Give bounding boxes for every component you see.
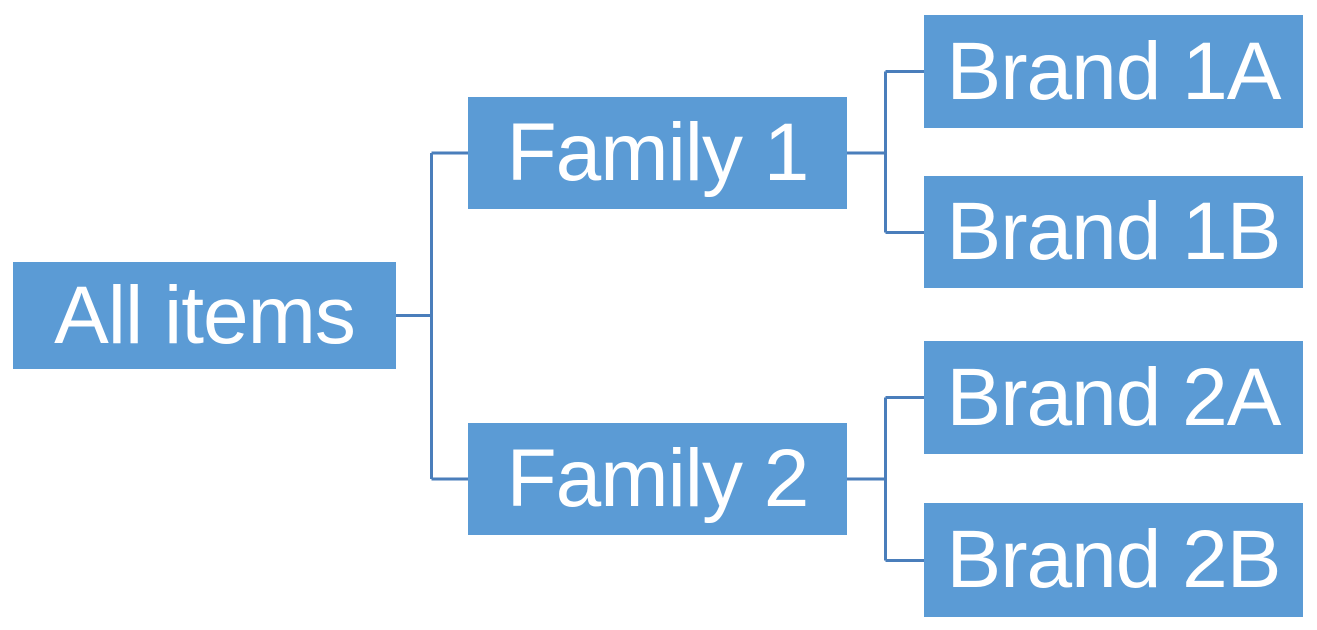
node-family-2: Family 2 [468,423,847,535]
node-brand-2a-label: Brand 2A [946,351,1282,443]
node-all-items: All items [13,262,396,369]
node-all-items-label: All items [54,269,356,361]
node-brand-1b-label: Brand 1B [946,186,1282,277]
connector-family1-to-brands [847,70,924,234]
connector-family2-to-brands [847,396,924,562]
node-brand-2b: Brand 2B [924,503,1303,617]
node-family-1-label: Family 1 [506,107,810,198]
node-brand-2a: Brand 2A [924,341,1303,454]
node-family-1: Family 1 [468,97,847,209]
node-family-2-label: Family 2 [506,433,810,524]
node-brand-1b: Brand 1B [924,176,1303,288]
node-brand-1a-label: Brand 1A [946,25,1282,117]
connector-root-to-families [396,151,468,481]
node-brand-1a: Brand 1A [924,15,1303,128]
node-brand-2b-label: Brand 2B [946,514,1282,605]
